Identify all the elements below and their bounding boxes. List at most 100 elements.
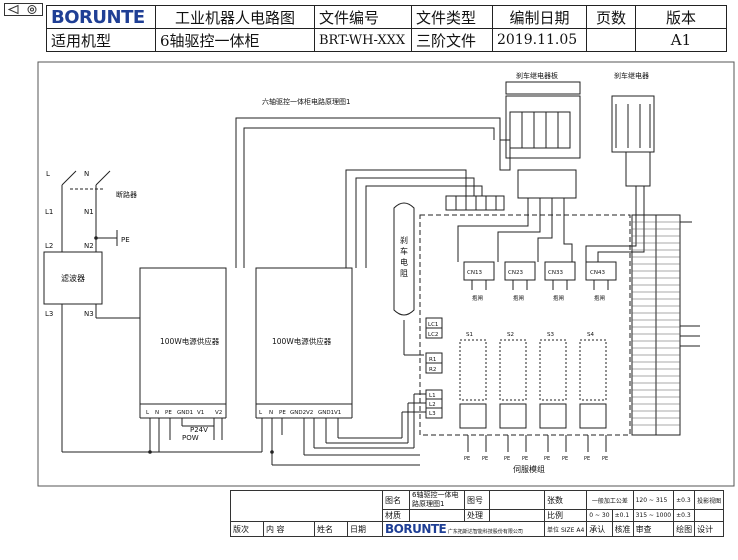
pe-label: PE bbox=[121, 236, 130, 244]
n3-label: N3 bbox=[84, 310, 94, 318]
size-cell: 单位 SIZE A4 bbox=[543, 521, 588, 537]
sign-design: 设计 bbox=[694, 521, 725, 537]
svg-text:PE: PE bbox=[602, 456, 608, 462]
material-label: 材质 bbox=[382, 509, 410, 522]
n-label: N bbox=[84, 170, 89, 178]
axis-s1: S1 bbox=[466, 332, 473, 338]
projection-symbol bbox=[4, 3, 43, 16]
tol-first-value: ±0.3 bbox=[673, 490, 696, 510]
psu1-term-n: N bbox=[155, 410, 159, 416]
sign-draw: 绘图 bbox=[673, 521, 696, 537]
psu2-term-v2: V2 bbox=[306, 410, 313, 416]
drawing-no-label: 图号 bbox=[464, 490, 490, 510]
svg-text:PE: PE bbox=[584, 456, 590, 462]
sign-review: 审查 bbox=[632, 521, 675, 537]
psu1-label: 100W电源供应器 bbox=[160, 336, 220, 346]
model-label: 适用机型 bbox=[46, 28, 156, 52]
header-title: 工业机器人电路图 bbox=[155, 5, 315, 29]
name-label: 姓名 bbox=[314, 521, 348, 537]
lc1-label: LC1 bbox=[428, 322, 438, 328]
n2-label: N2 bbox=[84, 242, 94, 250]
psu1-term-gnd1: GND1 bbox=[177, 410, 193, 416]
l1-label: L1 bbox=[45, 208, 53, 216]
psu2-term-n: N bbox=[269, 410, 273, 416]
model-value: 6轴驱控一体柜 bbox=[155, 28, 315, 52]
l-label: L bbox=[46, 170, 50, 178]
brake-label-2: 抱闸 bbox=[513, 294, 524, 302]
brake-resistor-label: 刹 车 电 阻 bbox=[400, 236, 408, 278]
psu1-term-v2: V2 bbox=[215, 410, 222, 416]
svg-text:PE: PE bbox=[522, 456, 528, 462]
rev-label: 版次 bbox=[230, 521, 264, 537]
pow-label: POW bbox=[182, 434, 199, 442]
brake-relay-board-label: 刹车继电器板 bbox=[516, 71, 558, 80]
tol-first-range: 120 ~ 315 bbox=[632, 490, 675, 510]
cn43-label: CN43 bbox=[590, 270, 605, 276]
psu2-term-v1: V1 bbox=[334, 410, 341, 416]
tol-header: 一般加工公差 bbox=[586, 490, 634, 510]
brake-relay-label: 刹车继电器 bbox=[614, 71, 649, 80]
l3-label: L3 bbox=[45, 310, 53, 318]
psu1-term-v1: V1 bbox=[197, 410, 204, 416]
l2-term: L2 bbox=[429, 402, 436, 408]
svg-text:PE: PE bbox=[562, 456, 568, 462]
date-label: 编制日期 bbox=[492, 5, 587, 29]
svg-text:PE: PE bbox=[544, 456, 550, 462]
l1-term: L1 bbox=[429, 393, 436, 399]
filter-label: 滤波器 bbox=[61, 273, 85, 283]
axis-s4: S4 bbox=[587, 332, 594, 338]
svg-text:电: 电 bbox=[400, 257, 408, 267]
cn13-label: CN13 bbox=[467, 270, 482, 276]
qty-label: 张数 bbox=[543, 490, 588, 510]
pages-value bbox=[586, 28, 636, 52]
header-logo: BORUNTE bbox=[46, 5, 156, 29]
doc-type-value: 三阶文件 bbox=[411, 28, 493, 52]
axis-s2: S2 bbox=[507, 332, 514, 338]
company-cell: BORUNTE 广东拓斯达智能科技股份有限公司 bbox=[382, 521, 545, 537]
breaker-label: 断路器 bbox=[116, 190, 137, 199]
brake-label-1: 抱闸 bbox=[472, 294, 483, 302]
version-value: A1 bbox=[635, 28, 727, 52]
svg-text:PE: PE bbox=[504, 456, 510, 462]
treatment-label: 处理 bbox=[464, 509, 490, 522]
l3-term: L3 bbox=[429, 411, 436, 417]
psu2-term-gnd1: GND1 bbox=[318, 410, 334, 416]
svg-text:阻: 阻 bbox=[400, 269, 408, 278]
date-col-label: 日期 bbox=[347, 521, 383, 537]
header-table: BORUNTE 工业机器人电路图 文件编号 文件类型 编制日期 页数 版本 适用… bbox=[46, 5, 727, 52]
doc-type-label: 文件类型 bbox=[411, 5, 493, 29]
content-label: 内 容 bbox=[263, 521, 315, 537]
drawing-name-label: 图名 bbox=[382, 490, 410, 510]
pages-label: 页数 bbox=[586, 5, 636, 29]
r1-label: R1 bbox=[429, 357, 436, 363]
view-label: 投影视图 bbox=[694, 490, 725, 510]
psu2-term-l: L bbox=[259, 410, 263, 416]
n1-label: N1 bbox=[84, 208, 94, 216]
doc-no-value: BRT-WH-XXX bbox=[314, 28, 412, 52]
diagram-title: 六轴驱控一体柜电路原理图1 bbox=[262, 97, 350, 106]
cn23-label: CN23 bbox=[508, 270, 523, 276]
psu2-label: 100W电源供应器 bbox=[272, 336, 332, 346]
lc2-label: LC2 bbox=[428, 332, 438, 338]
brake-label-3: 抱闸 bbox=[553, 294, 564, 302]
date-value: 2019.11.05 bbox=[492, 28, 587, 52]
psu2-term-pe: PE bbox=[279, 410, 286, 416]
servo-group-label: 伺服模组 bbox=[513, 464, 545, 474]
svg-text:PE: PE bbox=[464, 456, 470, 462]
ratio-label: 比例 bbox=[543, 509, 588, 522]
psu1-term-l: L bbox=[146, 410, 150, 416]
axis-s3: S3 bbox=[547, 332, 554, 338]
svg-text:PE: PE bbox=[482, 456, 488, 462]
sign-verify: 核准 bbox=[611, 521, 634, 537]
svg-text:刹: 刹 bbox=[400, 236, 408, 245]
svg-text:车: 车 bbox=[400, 246, 408, 256]
cn33-label: CN33 bbox=[548, 270, 563, 276]
l2-label: L2 bbox=[45, 242, 53, 250]
title-block: 图名 6轴驱控一体电路原理图1 图号 张数 一般加工公差 120 ~ 315 ±… bbox=[230, 490, 725, 537]
psu1-term-pe: PE bbox=[165, 410, 172, 416]
sign-approve: 承认 bbox=[586, 521, 613, 537]
psu2-term-gnd2: GND2 bbox=[290, 410, 306, 416]
drawing-name: 6轴驱控一体电路原理图1 bbox=[409, 490, 465, 510]
brake-label-4: 抱闸 bbox=[594, 294, 605, 302]
